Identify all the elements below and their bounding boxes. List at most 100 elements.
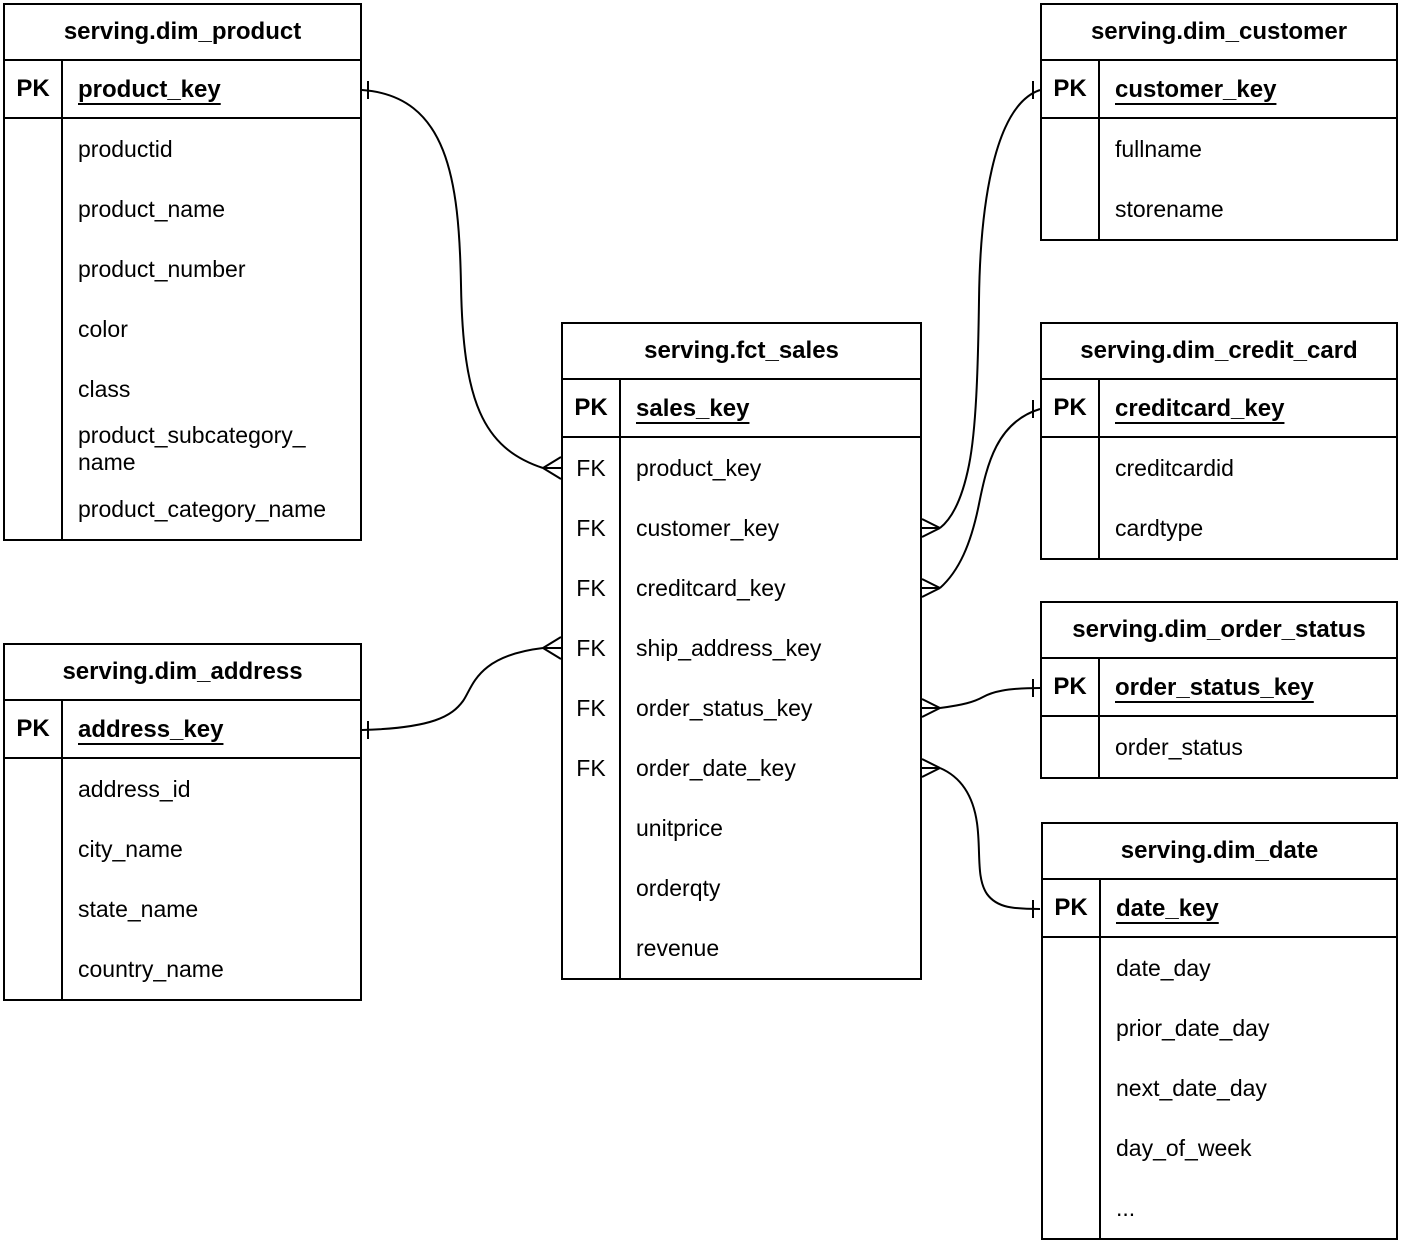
pk-row: PK date_key bbox=[1043, 880, 1396, 938]
pk-badge: PK bbox=[1042, 380, 1100, 436]
key-cell bbox=[1042, 119, 1100, 179]
relationship-sales-credit-card bbox=[921, 400, 1041, 598]
key-cell bbox=[5, 359, 63, 419]
relationship-line bbox=[939, 408, 1041, 589]
field-name: city_name bbox=[78, 835, 183, 862]
key-cell bbox=[5, 939, 63, 999]
field-row: address_id bbox=[5, 759, 360, 819]
table-title: serving.dim_date bbox=[1043, 824, 1396, 880]
pk-field-name: date_key bbox=[1116, 894, 1219, 922]
key-cell bbox=[5, 419, 63, 479]
field-name: creditcard_key bbox=[636, 574, 786, 601]
key-cell bbox=[1043, 998, 1101, 1058]
key-cell bbox=[5, 299, 63, 359]
field-name: productid bbox=[78, 135, 173, 162]
fk-badge: FK bbox=[563, 498, 621, 558]
field-row: ... bbox=[1043, 1178, 1396, 1238]
field-name: product_key bbox=[636, 454, 762, 481]
key-cell bbox=[1043, 1178, 1101, 1238]
field-row: product_category_name bbox=[5, 479, 360, 539]
field-row: FK order_status_key bbox=[563, 678, 920, 738]
field-name: fullname bbox=[1115, 135, 1202, 162]
field-name: product_subcategory_ name bbox=[78, 422, 306, 475]
key-cell bbox=[563, 858, 621, 918]
key-cell bbox=[1043, 1118, 1101, 1178]
key-cell bbox=[1042, 438, 1100, 498]
field-row: orderqty bbox=[563, 858, 920, 918]
key-cell bbox=[1042, 179, 1100, 239]
key-cell bbox=[563, 798, 621, 858]
pk-row: PK product_key bbox=[5, 61, 360, 119]
fk-badge: FK bbox=[563, 558, 621, 618]
pk-row: PK order_status_key bbox=[1042, 659, 1396, 717]
field-row: unitprice bbox=[563, 798, 920, 858]
field-row: FK creditcard_key bbox=[563, 558, 920, 618]
relationship-sales-customer bbox=[921, 81, 1041, 538]
field-row: creditcardid bbox=[1042, 438, 1396, 498]
relationship-line bbox=[939, 687, 1041, 709]
field-row: FK order_date_key bbox=[563, 738, 920, 798]
pk-badge: PK bbox=[1043, 880, 1101, 936]
field-name: customer_key bbox=[636, 514, 780, 541]
field-name: creditcardid bbox=[1115, 454, 1234, 481]
pk-badge: PK bbox=[5, 61, 63, 117]
pk-row: PK address_key bbox=[5, 701, 360, 759]
field-row: product_number bbox=[5, 239, 360, 299]
table-serving-dim-order-status: serving.dim_order_status PK order_status… bbox=[1040, 601, 1398, 779]
field-name: product_name bbox=[78, 195, 226, 222]
relationship-line bbox=[939, 89, 1041, 529]
pk-row: PK creditcard_key bbox=[1042, 380, 1396, 438]
field-name: product_number bbox=[78, 255, 246, 282]
field-name: next_date_day bbox=[1116, 1074, 1267, 1101]
field-name: storename bbox=[1115, 195, 1224, 222]
table-title: serving.dim_product bbox=[5, 5, 360, 61]
field-row: fullname bbox=[1042, 119, 1396, 179]
pk-badge: PK bbox=[1042, 61, 1100, 117]
pk-field-name: address_key bbox=[78, 715, 224, 743]
pk-badge: PK bbox=[5, 701, 63, 757]
table-title: serving.dim_address bbox=[5, 645, 360, 701]
field-row: city_name bbox=[5, 819, 360, 879]
crowsfoot-many-marker bbox=[921, 518, 941, 538]
field-name: class bbox=[78, 375, 131, 402]
field-row: product_name bbox=[5, 179, 360, 239]
pk-badge: PK bbox=[563, 380, 621, 436]
field-name: orderqty bbox=[636, 874, 721, 901]
crowsfoot-many-marker bbox=[921, 578, 941, 598]
key-cell bbox=[5, 759, 63, 819]
field-row: color bbox=[5, 299, 360, 359]
field-row: country_name bbox=[5, 939, 360, 999]
field-name: revenue bbox=[636, 934, 720, 961]
pk-field-name: order_status_key bbox=[1115, 673, 1314, 701]
key-cell bbox=[563, 918, 621, 978]
key-cell bbox=[5, 239, 63, 299]
table-title: serving.dim_credit_card bbox=[1042, 324, 1396, 380]
fk-badge: FK bbox=[563, 618, 621, 678]
field-row: date_day bbox=[1043, 938, 1396, 998]
field-name: color bbox=[78, 315, 128, 342]
field-name: country_name bbox=[78, 955, 224, 982]
key-cell bbox=[1042, 498, 1100, 558]
table-title: serving.dim_customer bbox=[1042, 5, 1396, 61]
field-row: revenue bbox=[563, 918, 920, 978]
table-serving-dim-date: serving.dim_date PK date_key date_day pr… bbox=[1041, 822, 1398, 1240]
pk-row: PK sales_key bbox=[563, 380, 920, 438]
pk-field-name: sales_key bbox=[636, 394, 750, 422]
fk-badge: FK bbox=[563, 678, 621, 738]
table-serving-dim-product: serving.dim_product PK product_key produ… bbox=[3, 3, 362, 541]
table-serving-fct-sales: serving.fct_sales PK sales_key FK produc… bbox=[561, 322, 922, 980]
relationship-sales-product bbox=[361, 81, 562, 480]
field-name: day_of_week bbox=[1116, 1134, 1252, 1161]
key-cell bbox=[1043, 1058, 1101, 1118]
crowsfoot-many-marker bbox=[921, 698, 941, 718]
pk-badge: PK bbox=[1042, 659, 1100, 715]
pk-field-name: creditcard_key bbox=[1115, 394, 1285, 422]
crowsfoot-many-marker bbox=[921, 758, 941, 778]
field-name: order_status_key bbox=[636, 694, 813, 721]
field-name: date_day bbox=[1116, 954, 1211, 981]
table-serving-dim-credit-card: serving.dim_credit_card PK creditcard_ke… bbox=[1040, 322, 1398, 560]
field-row: FK product_key bbox=[563, 438, 920, 498]
table-serving-dim-address: serving.dim_address PK address_key addre… bbox=[3, 643, 362, 1001]
crowsfoot-many-marker bbox=[542, 636, 562, 660]
